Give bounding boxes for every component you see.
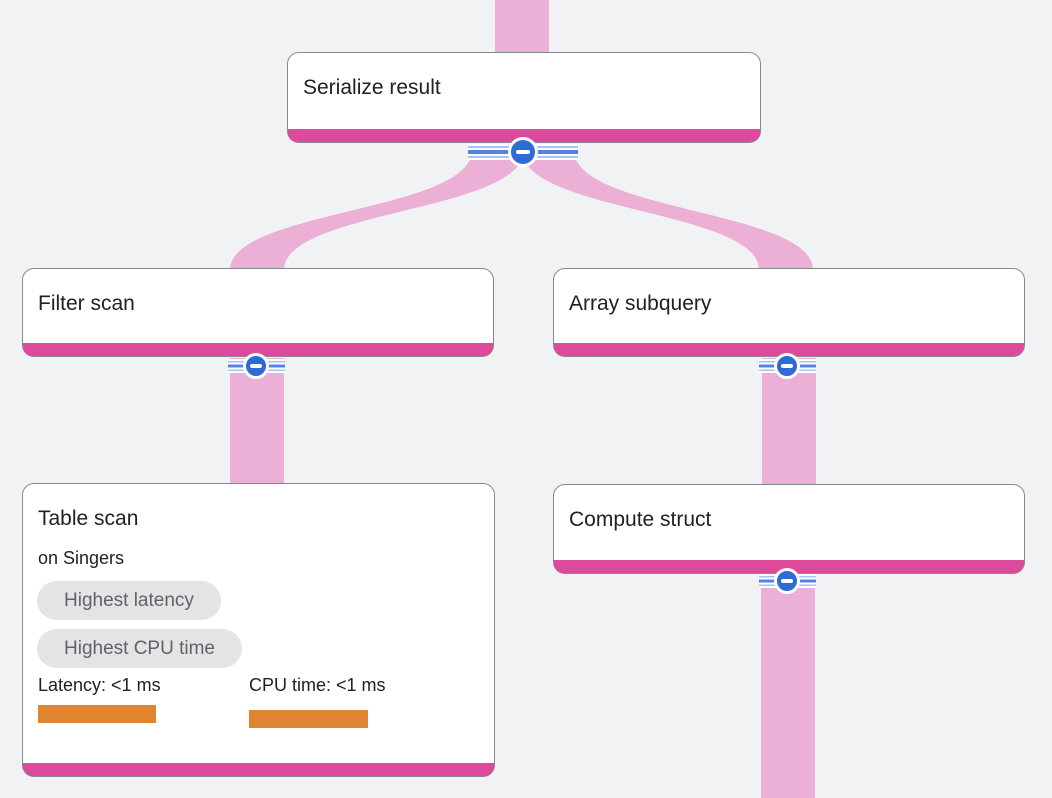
node-array-subquery[interactable]: Array subquery: [553, 268, 1025, 357]
collapse-circle[interactable]: [508, 137, 538, 167]
cpu-time-metric: CPU time: <1 ms: [249, 675, 386, 728]
edge-serialize-to-array: [522, 150, 813, 270]
node-title: Compute struct: [569, 508, 712, 531]
badge-highest-latency: Highest latency: [37, 581, 221, 620]
node-table-scan[interactable]: Table scan on Singers Highest latency Hi…: [22, 483, 495, 777]
latency-metric-label: Latency: <1 ms: [38, 675, 161, 695]
collapse-circle[interactable]: [243, 353, 269, 379]
node-title: Filter scan: [38, 292, 135, 315]
edge-compute-to-bottom: [761, 572, 815, 798]
node-subtitle: on Singers: [38, 548, 125, 568]
node-title: Serialize result: [303, 76, 441, 99]
minus-icon: [516, 150, 530, 154]
latency-accent-bar: [288, 129, 760, 142]
latency-accent-bar: [23, 763, 494, 776]
minus-icon: [781, 579, 793, 583]
badge-highest-cpu-time: Highest CPU time: [37, 629, 242, 668]
cpu-time-bar: [249, 710, 368, 728]
minus-icon: [250, 364, 262, 368]
node-serialize-result[interactable]: Serialize result: [287, 52, 761, 143]
edge-array-to-compute: [762, 358, 816, 485]
cpu-time-metric-label: CPU time: <1 ms: [249, 675, 386, 695]
edge-serialize-to-filter: [230, 150, 524, 270]
node-title: Table scan: [38, 507, 139, 530]
latency-bar: [38, 705, 156, 723]
node-compute-struct[interactable]: Compute struct: [553, 484, 1025, 574]
collapse-circle[interactable]: [774, 568, 800, 594]
collapse-circle[interactable]: [774, 353, 800, 379]
latency-metric: Latency: <1 ms: [38, 675, 161, 723]
minus-icon: [781, 364, 793, 368]
edge-filter-to-table: [230, 358, 284, 484]
latency-accent-bar: [554, 343, 1024, 356]
node-title: Array subquery: [569, 292, 712, 315]
latency-accent-bar: [23, 343, 493, 356]
node-filter-scan[interactable]: Filter scan: [22, 268, 494, 357]
latency-accent-bar: [554, 560, 1024, 573]
edge-top-to-serialize: [495, 0, 549, 55]
